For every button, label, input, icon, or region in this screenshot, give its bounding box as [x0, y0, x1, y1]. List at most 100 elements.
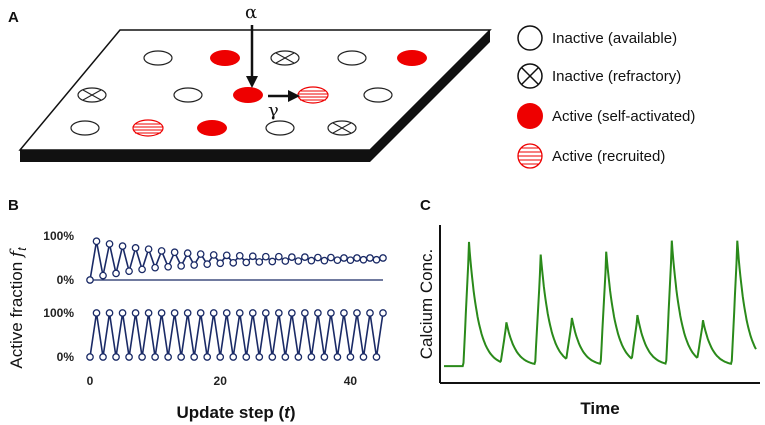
gamma-arrow — [268, 90, 300, 102]
data-point — [183, 249, 192, 258]
filled-red-circle-icon — [517, 103, 543, 129]
data-point — [314, 253, 322, 262]
site-inactive-available — [337, 50, 367, 66]
data-point — [340, 309, 348, 317]
data-point — [131, 309, 140, 317]
x-tick-label: 40 — [344, 374, 358, 388]
data-point — [118, 242, 127, 250]
data-point — [151, 353, 159, 361]
data-point — [177, 353, 186, 361]
data-point — [287, 253, 296, 261]
data-point — [216, 353, 225, 361]
data-point — [274, 252, 283, 261]
data-point — [203, 353, 212, 361]
data-point — [333, 353, 342, 361]
lattice-sites — [70, 50, 427, 137]
data-point — [372, 353, 381, 361]
panel-c-letter: C — [420, 197, 431, 214]
data-point — [105, 240, 114, 248]
panel-c-chart: Time Calcium Conc. — [417, 225, 760, 418]
site-inactive-refractory — [327, 120, 357, 136]
data-point — [294, 257, 303, 265]
data-point — [379, 309, 387, 317]
data-point — [320, 256, 329, 265]
data-point — [125, 353, 133, 361]
data-point — [242, 258, 251, 267]
data-point — [196, 309, 205, 317]
data-point — [320, 353, 329, 361]
x-tick-label: 20 — [214, 374, 228, 388]
data-point — [125, 267, 133, 276]
legend-label: Inactive (available) — [552, 30, 677, 47]
panel-a-letter: A — [8, 9, 19, 26]
alpha-arrow — [246, 25, 258, 88]
data-point — [170, 248, 179, 257]
data-point — [86, 353, 94, 361]
data-point — [190, 261, 199, 269]
y-axis-title: Calcium Conc. — [417, 249, 436, 360]
data-point — [222, 251, 231, 260]
data-point — [242, 353, 251, 361]
data-point — [327, 253, 335, 262]
data-point — [333, 256, 342, 265]
site-inactive-available — [265, 120, 295, 136]
x-axis-title: Time — [580, 399, 619, 418]
data-point — [105, 309, 114, 317]
site-inactive-refractory — [270, 50, 300, 66]
data-point — [229, 353, 238, 361]
data-point — [261, 252, 270, 261]
data-point — [346, 353, 355, 361]
site-active-recruited — [132, 119, 164, 137]
data-point — [281, 353, 290, 361]
site-active-recruited — [297, 86, 329, 104]
y-tick-label: 0% — [57, 273, 75, 287]
data-point — [164, 262, 172, 271]
data-point — [248, 252, 257, 261]
striped-red-circle-icon — [517, 143, 543, 169]
data-point — [86, 276, 94, 284]
data-point — [294, 353, 303, 361]
data-point — [183, 309, 192, 317]
data-point — [353, 309, 361, 317]
site-inactive-available — [363, 87, 393, 103]
data-point — [346, 256, 355, 265]
data-point — [287, 309, 296, 317]
data-point — [366, 309, 374, 317]
site-inactive-available — [70, 120, 100, 136]
data-point — [112, 353, 120, 361]
calcium-trace — [444, 240, 757, 368]
data-point — [157, 309, 166, 317]
data-point — [235, 309, 244, 317]
data-point — [216, 259, 225, 268]
empty-circle-icon — [517, 25, 543, 51]
legend-label: Active (self-activated) — [552, 108, 695, 125]
panel-b-letter: B — [8, 197, 19, 214]
y-tick-label: 0% — [57, 350, 75, 364]
data-point — [222, 309, 231, 317]
data-point — [301, 253, 309, 261]
x-tick-label: 0 — [87, 374, 94, 388]
site-active-self — [233, 87, 263, 103]
data-point — [92, 309, 101, 317]
data-point — [327, 309, 335, 317]
y-axis-title: Active fraction ft — [7, 247, 29, 369]
legend-label: Inactive (refractory) — [552, 68, 681, 85]
data-point — [229, 258, 238, 267]
data-point — [340, 254, 348, 262]
data-point — [372, 255, 381, 264]
data-point — [196, 250, 205, 258]
data-point — [274, 309, 283, 317]
data-point — [307, 353, 316, 361]
gamma-label: γ — [268, 100, 279, 121]
data-point — [118, 309, 127, 317]
data-point — [359, 255, 368, 264]
data-point — [314, 309, 322, 317]
data-point — [261, 309, 270, 317]
site-active-self — [397, 50, 427, 66]
alpha-label: α — [245, 2, 257, 23]
site-active-self — [197, 120, 227, 136]
data-point — [112, 269, 120, 278]
data-point — [307, 256, 316, 265]
